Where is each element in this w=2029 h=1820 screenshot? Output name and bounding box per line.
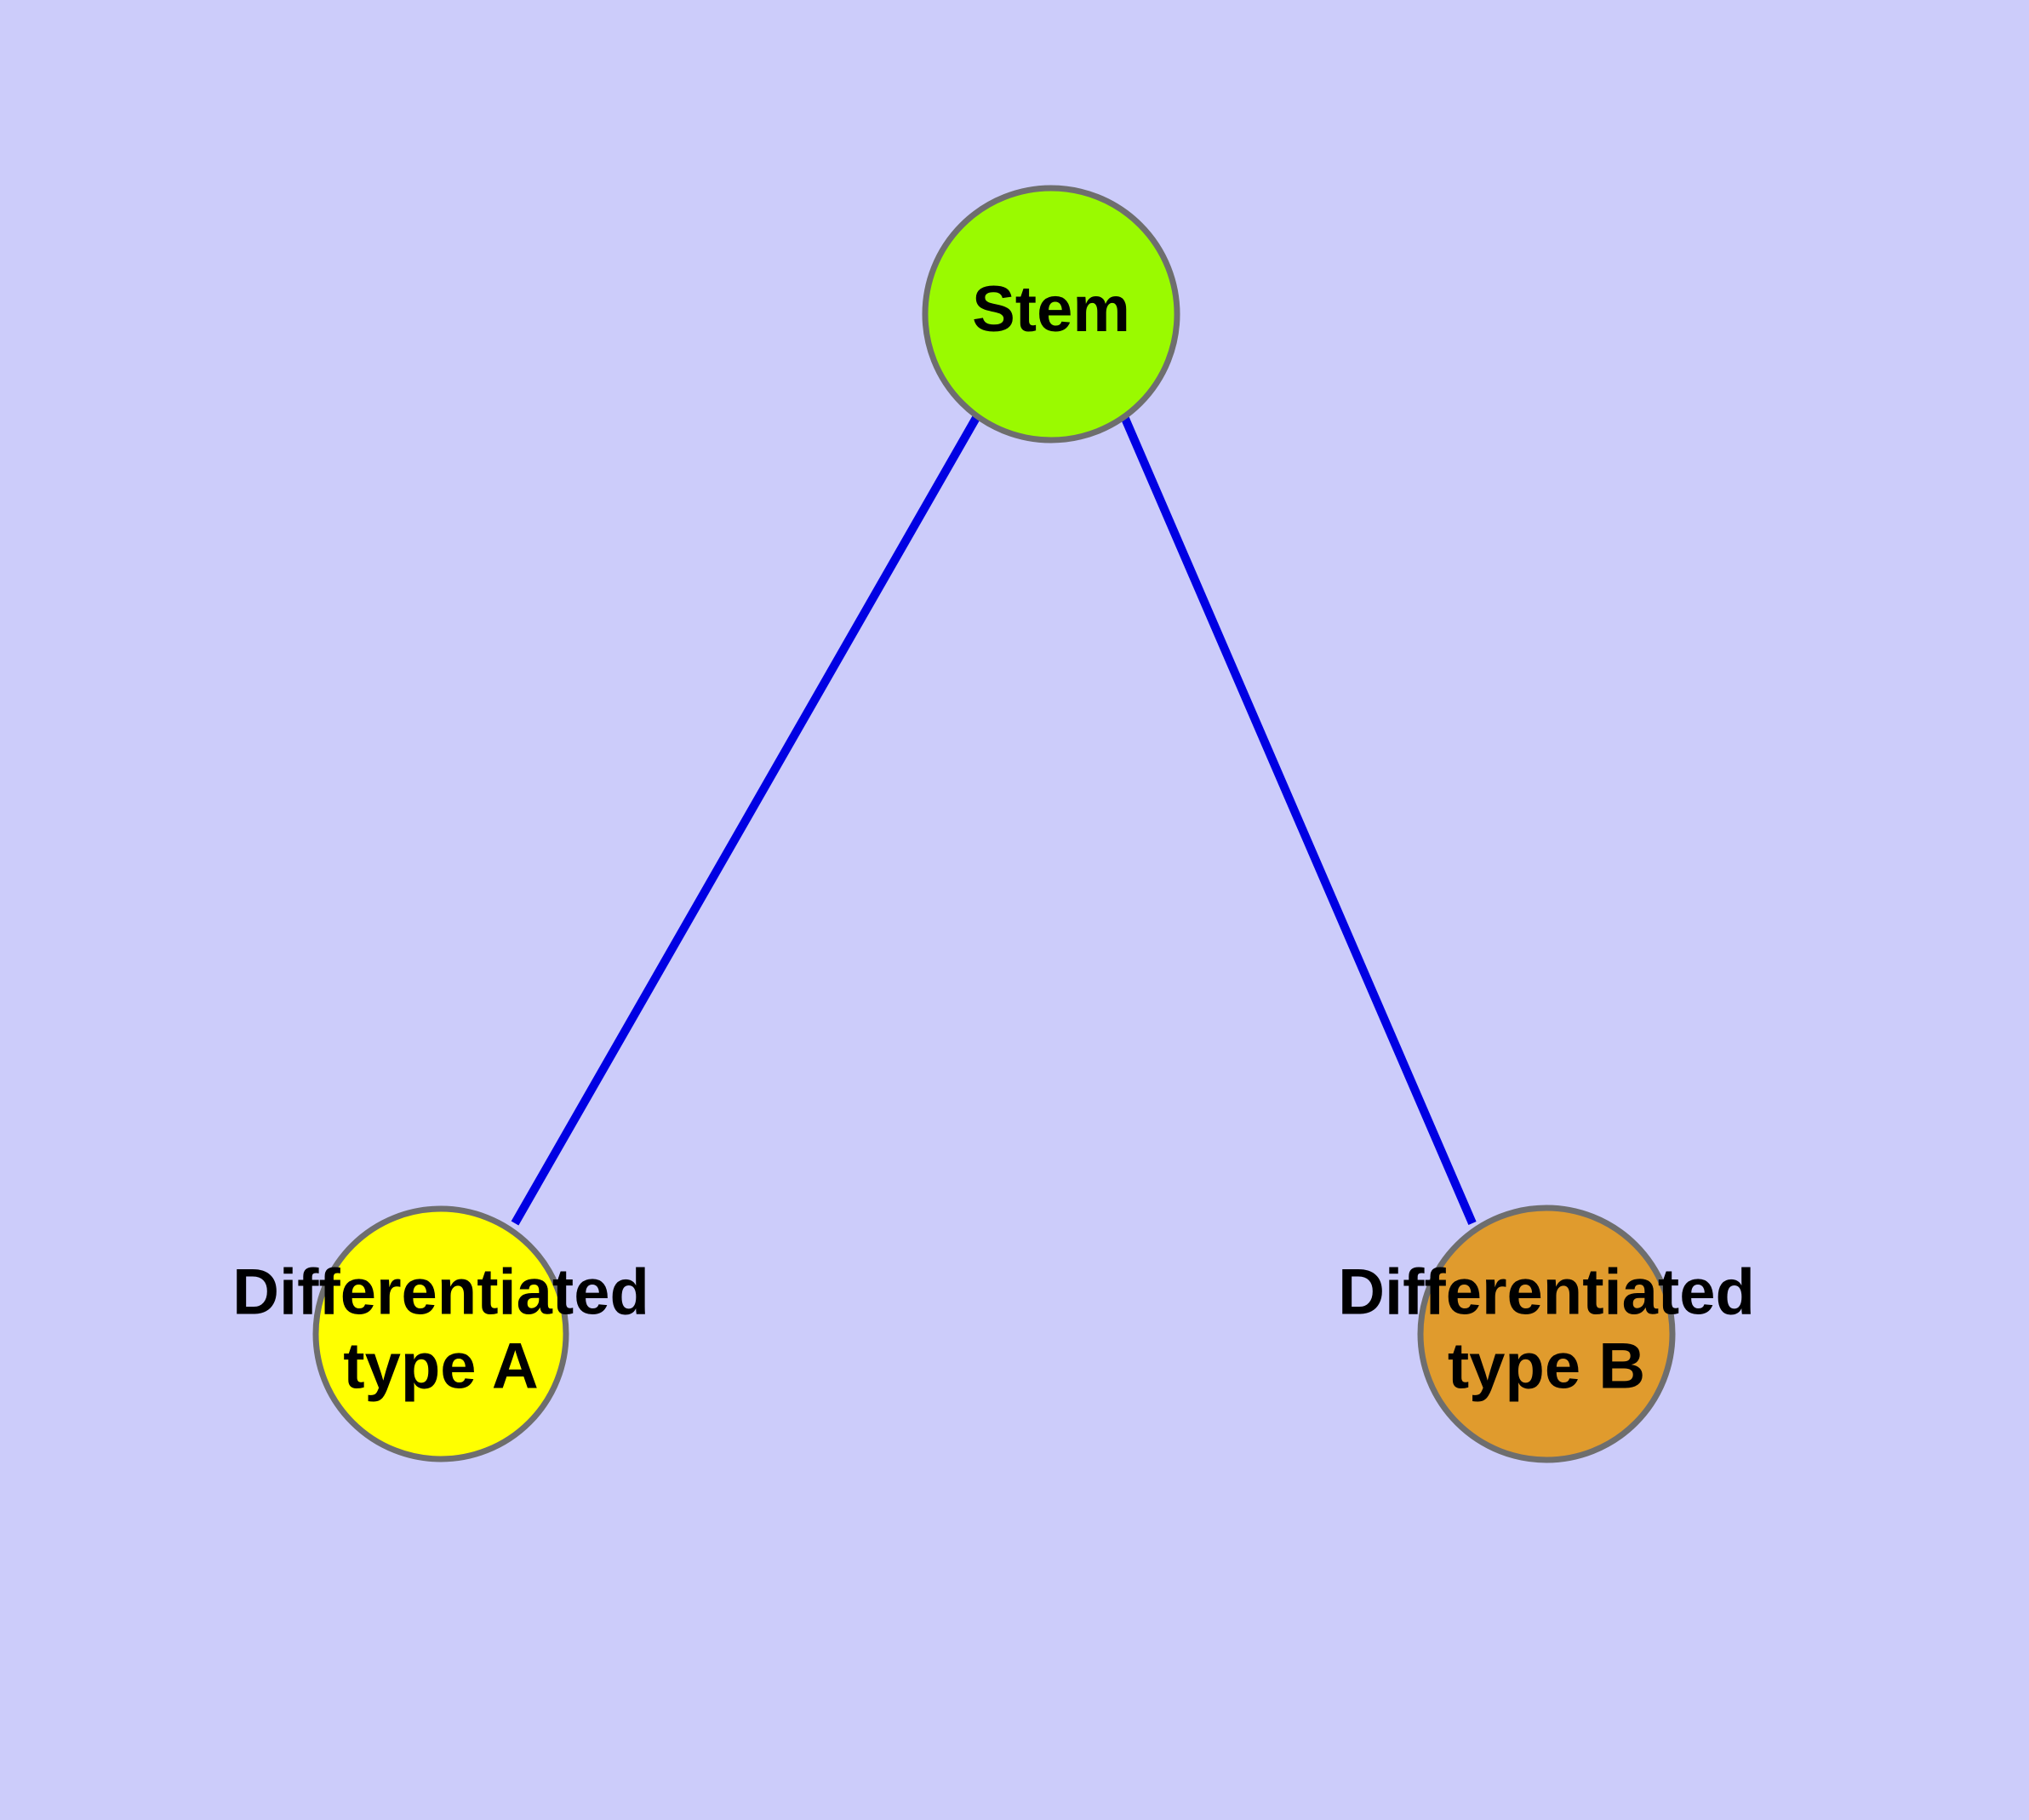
edge-stem-to-diff-b[interactable] — [1119, 413, 1477, 1225]
node-label-line: type B — [1448, 1331, 1645, 1403]
node-label-line: Stem — [972, 273, 1130, 346]
node-label-line: Differentiated — [232, 1256, 649, 1328]
edges-group — [511, 413, 1477, 1226]
node-label-line: type A — [343, 1331, 538, 1403]
node-circle-diff-b[interactable] — [1417, 1205, 1676, 1463]
node-label-stem: Stem — [972, 273, 1130, 346]
node-label-line: Differentiated — [1338, 1256, 1755, 1328]
node-circle-stem[interactable] — [922, 185, 1180, 444]
edge-stem-to-diff-a[interactable] — [511, 414, 981, 1226]
nodes-group — [312, 185, 1676, 1463]
node-circle-diff-a[interactable] — [312, 1205, 569, 1462]
